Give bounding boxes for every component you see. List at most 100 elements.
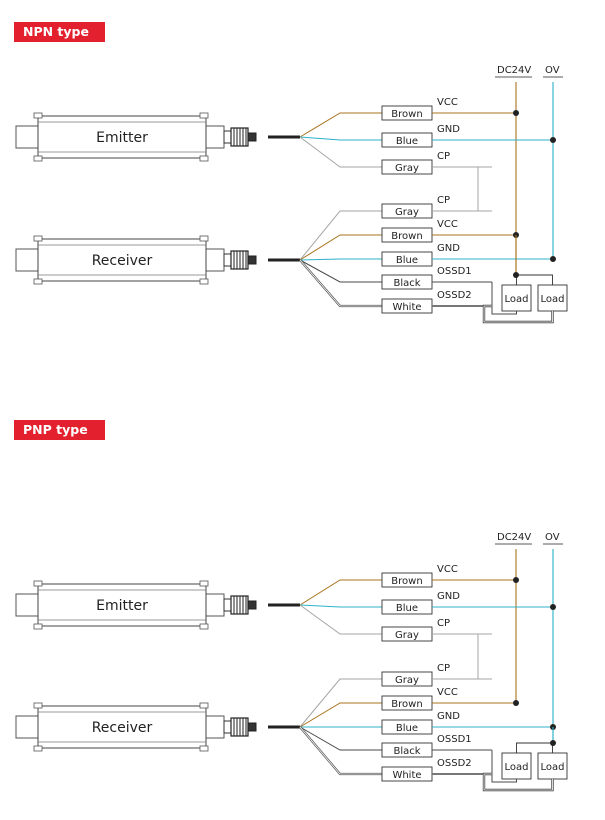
signal-label: GND: [437, 124, 460, 135]
wire-color-label: Blue: [396, 603, 418, 614]
emitter-tab: [199, 155, 209, 162]
emitter-connector-tip: [247, 600, 257, 610]
emitter-connector-neck: [223, 130, 232, 144]
receiver-connector-neck: [223, 720, 232, 734]
wire-color-label: Gray: [395, 163, 419, 174]
receiver-label: Receiver: [92, 720, 153, 736]
wire-black: [299, 726, 382, 751]
receiver-tab: [33, 702, 43, 709]
wire-color-label: Black: [393, 746, 420, 757]
load-label: Load: [505, 294, 529, 305]
load-box-2: [537, 284, 568, 312]
ossd2-route-core: [483, 773, 553, 791]
wire-gray: [299, 604, 382, 635]
receiver-body: [37, 705, 207, 749]
receiver-connector-tip: [247, 255, 257, 265]
wire-color-label: Blue: [396, 136, 418, 147]
emitter-tab: [199, 112, 209, 119]
signal-label: VCC: [437, 97, 458, 108]
emitter-tab: [199, 580, 209, 587]
vcc-node: [513, 110, 519, 116]
load-label: Load: [505, 762, 529, 773]
ossd1-route: [491, 282, 517, 315]
receiver-tab: [199, 278, 209, 285]
receiver-tab: [199, 235, 209, 242]
receiver-tab: [33, 745, 43, 752]
wire-color-label: White: [392, 770, 421, 781]
wire-color-label: Black: [393, 278, 420, 289]
receiver-right-cap: [205, 715, 225, 739]
emitter-tab: [199, 623, 209, 630]
emitter-label: Emitter: [96, 598, 148, 614]
emitter-left-cap: [15, 125, 41, 149]
signal-label: GND: [437, 243, 460, 254]
wire-color-label: Gray: [395, 630, 419, 641]
wire-brown: [299, 702, 382, 728]
wire-blue: [299, 136, 382, 141]
receiver-connector-tip: [247, 722, 257, 732]
wire-brown: [299, 112, 382, 138]
wire-white-core: [299, 259, 382, 307]
load-common-node: [550, 740, 556, 746]
supply-positive-label: DC24V: [497, 532, 531, 543]
wire-gray: [299, 136, 382, 168]
emitter-right-cap: [205, 593, 225, 617]
wire-color-label: White: [392, 302, 421, 313]
load-common-node: [513, 272, 519, 278]
ossd2-route-core: [483, 305, 553, 323]
gnd-node: [550, 256, 556, 262]
receiver-left-cap: [15, 248, 41, 272]
wire-gray: [299, 678, 382, 728]
wire-blue: [299, 258, 382, 261]
supply-positive-label: DC24V: [497, 65, 531, 76]
load-label: Load: [541, 762, 565, 773]
signal-label: CP: [437, 663, 450, 674]
receiver-tab: [33, 278, 43, 285]
emitter-tab: [33, 155, 43, 162]
emitter-body: [37, 583, 207, 627]
supply-negative-label: OV: [545, 532, 560, 543]
wire-white-core: [299, 726, 382, 775]
signal-label: CP: [437, 195, 450, 206]
wire-black: [299, 259, 382, 283]
load-box-1: [501, 752, 532, 780]
wire-brown: [299, 579, 382, 606]
receiver-connector-neck: [223, 253, 232, 267]
load-common: [516, 274, 553, 285]
receiver-label: Receiver: [92, 253, 153, 269]
signal-label: CP: [437, 151, 450, 162]
supply-negative-label: OV: [545, 65, 560, 76]
emitter-right-cap: [205, 125, 225, 149]
signal-label: VCC: [437, 564, 458, 575]
signal-label: CP: [437, 618, 450, 629]
receiver-left-cap: [15, 715, 41, 739]
wire-brown: [299, 234, 382, 261]
wire-color-label: Gray: [395, 207, 419, 218]
vcc-node: [513, 577, 519, 583]
gnd-node: [550, 604, 556, 610]
wire-blue: [299, 604, 382, 608]
load-box-2: [537, 752, 568, 780]
wire-color-label: Brown: [391, 231, 422, 242]
receiver-right-cap: [205, 248, 225, 272]
receiver-tab: [33, 235, 43, 242]
wire-gray: [299, 210, 382, 261]
load-label: Load: [541, 294, 565, 305]
signal-label: VCC: [437, 219, 458, 230]
wire-color-label: Brown: [391, 699, 422, 710]
emitter-tab: [33, 623, 43, 630]
emitter-body: [37, 115, 207, 159]
signal-label: VCC: [437, 687, 458, 698]
vcc-node: [513, 700, 519, 706]
signal-label: OSSD2: [437, 758, 472, 769]
gnd-node: [550, 137, 556, 143]
section-title-pnp: PNP type: [14, 420, 105, 440]
emitter-tab: [33, 112, 43, 119]
wire-color-label: Gray: [395, 675, 419, 686]
wire-color-label: Brown: [391, 109, 422, 120]
wire-color-label: Blue: [396, 255, 418, 266]
emitter-left-cap: [15, 593, 41, 617]
signal-label: GND: [437, 711, 460, 722]
